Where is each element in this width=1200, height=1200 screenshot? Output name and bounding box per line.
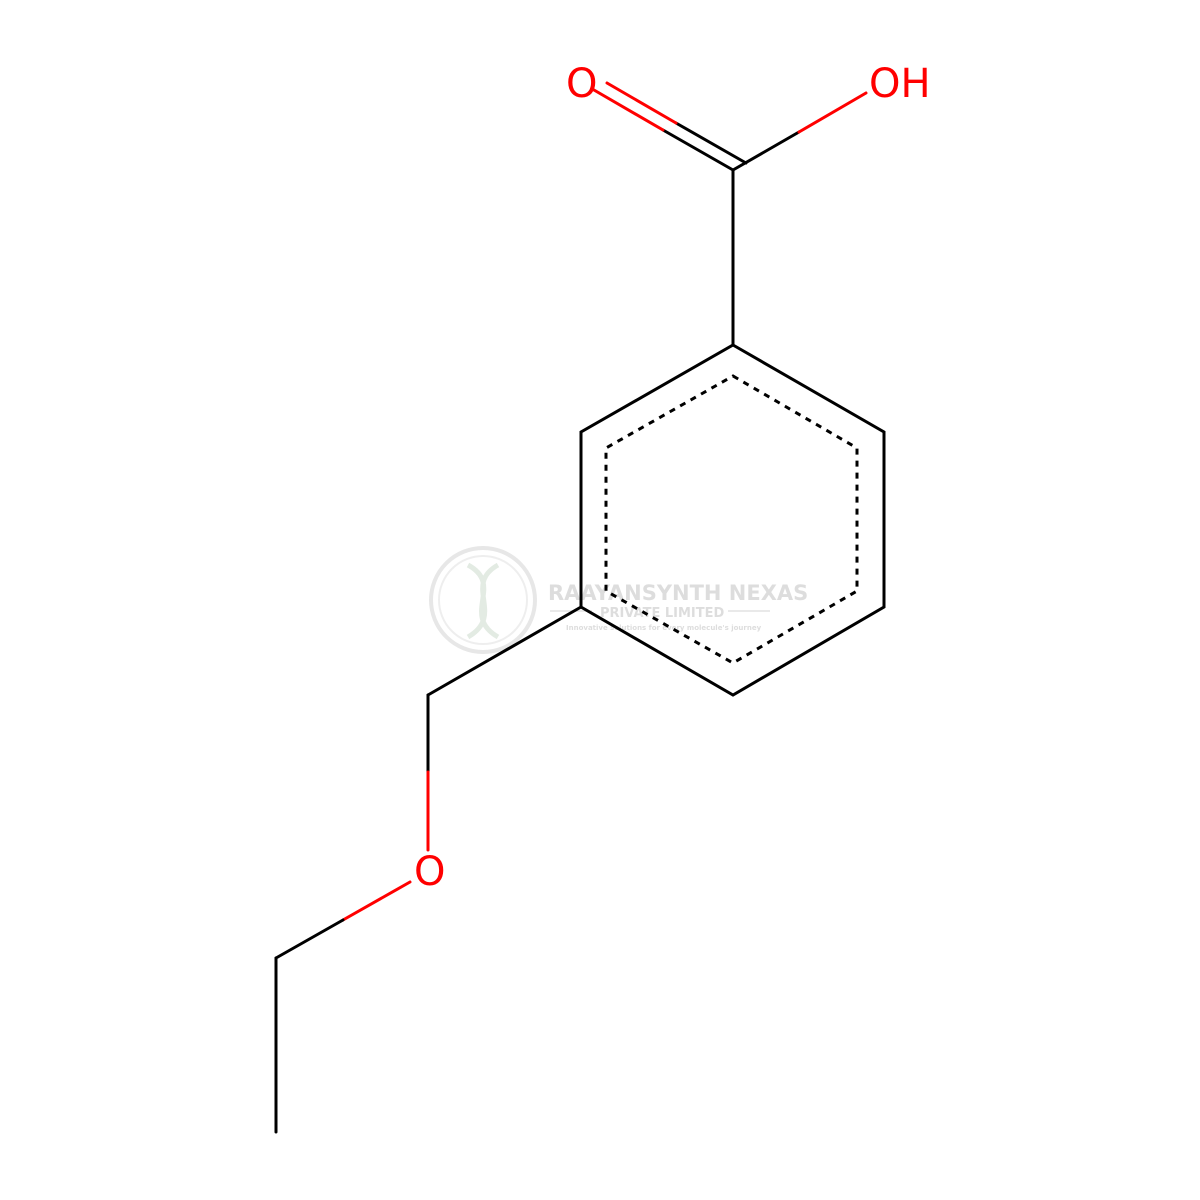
hydroxyl-bond-c	[731, 130, 801, 172]
benzylic-bond	[426, 605, 583, 697]
carbonyl-double-bond-outer-c	[661, 128, 735, 172]
ether-oxygen-label: O	[414, 849, 445, 895]
watermark-tagline: Innovative solutions for every molecule'…	[566, 624, 762, 632]
carbonyl-oxygen-label: O	[566, 61, 597, 107]
oxygen-ethyl-bond-c	[274, 918, 345, 960]
watermark-logo-inner-ring	[438, 555, 528, 645]
watermark-subtitle: PRIVATE LIMITED	[600, 606, 725, 621]
watermark: RAAYANSYNTH NEXAS PRIVATE LIMITED Innova…	[429, 546, 808, 654]
carbonyl-double-bond-inner-c	[674, 121, 748, 165]
benzene-ring	[579, 343, 886, 697]
watermark-company: RAAYANSYNTH NEXAS	[548, 581, 808, 605]
hydroxyl-bond-o	[797, 91, 868, 134]
watermark-logo-icon	[429, 546, 537, 654]
hydroxyl-label: OH	[869, 61, 931, 107]
watermark-dna-helix-icon	[466, 562, 500, 640]
carbonyl-double-bond-outer-o	[592, 88, 665, 132]
carbonyl-double-bond-inner-o	[605, 81, 678, 125]
oxygen-ethyl-bond-o	[341, 880, 412, 922]
